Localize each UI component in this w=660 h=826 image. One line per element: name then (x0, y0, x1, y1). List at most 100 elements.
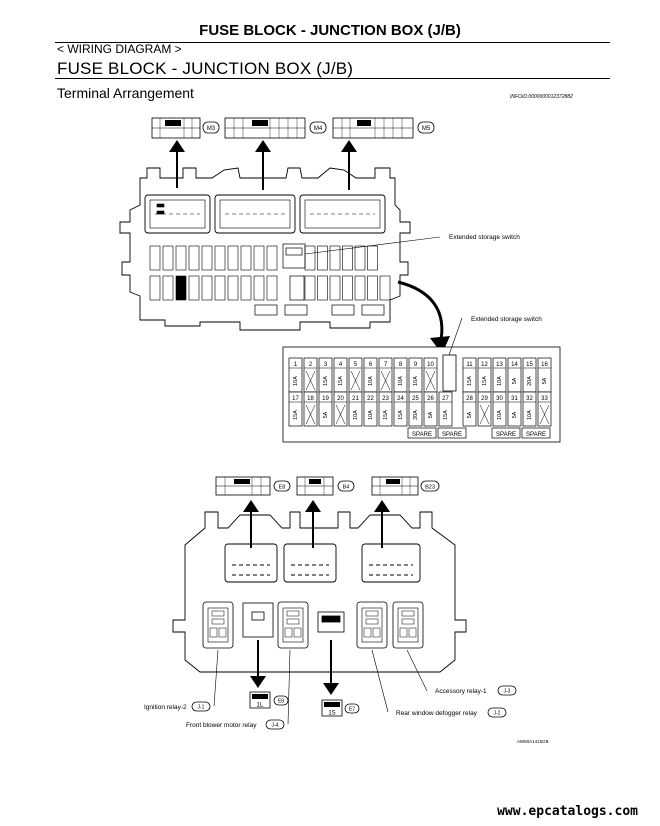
front-fuse-slot (162, 275, 174, 301)
fuse-slot: 18 (303, 391, 318, 427)
callout-rear-window-defogger-relay: Rear window defogger relay (396, 710, 478, 717)
fuse-number: 31 (511, 396, 518, 402)
fuse-rating: 5A (512, 411, 518, 418)
front-fuse-slot (240, 245, 252, 271)
terminal-e8 (249, 691, 271, 709)
fuse-rating: 5A (542, 377, 548, 384)
junction-box-front-housing (119, 167, 411, 331)
fuse-number: 23 (382, 396, 389, 402)
connector-arrows-bottom (243, 500, 390, 548)
callout-front-blower-motor-relay: Front blower motor relay (186, 722, 257, 729)
front-fuse-slot (175, 275, 187, 301)
front-fuse-grid (149, 245, 391, 301)
fuse-number: 2 (309, 362, 313, 368)
front-fuse-slot (214, 245, 226, 271)
fuse-rating: 15A (338, 376, 344, 386)
spare-fuse: SPARE (437, 427, 467, 439)
spare-fuse: SPARE (521, 427, 551, 439)
terminal-arrows (250, 640, 339, 695)
section-divider (55, 78, 610, 79)
fuse-rating: 5A (467, 411, 473, 418)
front-fuse-slot (240, 275, 252, 301)
empty-slot-mark (539, 404, 550, 425)
empty-slot-mark (305, 404, 316, 425)
fuse-number: 13 (496, 362, 503, 368)
title-divider (55, 42, 610, 43)
extended-storage-switch-front (282, 243, 306, 301)
front-fuse-slot (201, 245, 213, 271)
fuse-number: 32 (526, 396, 533, 402)
connector-label-e7: E7 (349, 707, 355, 713)
spare-label: SPARE (526, 432, 546, 438)
fuse-rating: 15A (398, 410, 404, 420)
connector-label-e8: E8 (279, 485, 286, 491)
figure-code: AWMIA1415GB (517, 739, 549, 744)
fuse-rating: 15A (383, 410, 389, 420)
fuse-rating: 10A (398, 376, 404, 386)
e8-e7-sockets (242, 602, 345, 638)
connector-b23-pinout (371, 476, 419, 496)
relay-socket (277, 601, 309, 649)
front-fuse-slot (354, 245, 366, 271)
fuse-number: 4 (339, 362, 343, 368)
callout-ignition-relay-2: Ignition relay-2 (144, 704, 187, 711)
front-fuse-slot (342, 245, 353, 271)
fuse-number: 12 (481, 362, 488, 368)
fuse-number: 22 (367, 396, 374, 402)
fuse-number: 1 (294, 362, 298, 368)
connector-b4-pinout (296, 476, 334, 496)
connector-label-m5: M5 (422, 126, 431, 132)
relay-id-j2: J-2 (494, 711, 501, 717)
fuse-number: 26 (427, 396, 434, 402)
fuse-rating: 10A (497, 410, 503, 420)
fuse-slot: 20 (333, 391, 348, 427)
connector-label-e8-lower: E8 (278, 699, 284, 705)
spare-fuse: SPARE (491, 427, 521, 439)
fuse-rating: 20A (413, 410, 419, 420)
connector-label-m4: M4 (314, 126, 323, 132)
terminal-e7 (321, 699, 343, 717)
watermark: www.epcatalogs.com (497, 804, 638, 819)
section-title: FUSE BLOCK - JUNCTION BOX (J/B) (57, 59, 354, 78)
fuse-rating: 10A (368, 410, 374, 420)
fuse-slot: 26 5A (423, 391, 438, 427)
fuse-number: 9 (414, 362, 418, 368)
relay-socket (392, 601, 424, 649)
fuse-number: 33 (541, 396, 548, 402)
front-fuse-slot (201, 275, 213, 301)
relay-sockets (202, 601, 424, 649)
front-fuse-slot (175, 245, 187, 271)
front-fuse-slot (149, 245, 161, 271)
fuse-slot: 5 (348, 357, 363, 393)
fuse-slot: 23 15A (378, 391, 393, 427)
connector-label-b4: B4 (343, 485, 350, 491)
connector-label-m3: M3 (207, 126, 216, 132)
fuse-rating: 10A (413, 376, 419, 386)
connector-m5-pinout (332, 117, 414, 139)
front-fuse-slot (266, 245, 278, 271)
fuse-number: 20 (337, 396, 344, 402)
connector-m4-pinout (224, 117, 306, 139)
front-fuse-slot (342, 275, 353, 301)
fuse-number: 7 (384, 362, 388, 368)
spare-fuse: SPARE (407, 427, 437, 439)
breadcrumb[interactable]: < WIRING DIAGRAM > (57, 42, 182, 56)
front-fuse-slot (214, 275, 226, 301)
connector-label-b23: B23 (425, 485, 435, 491)
junction-box-rear-housing (172, 511, 467, 673)
fuse-rating: 5A (428, 411, 434, 418)
lower-tabs (254, 304, 385, 316)
fuse-number: 29 (481, 396, 488, 402)
